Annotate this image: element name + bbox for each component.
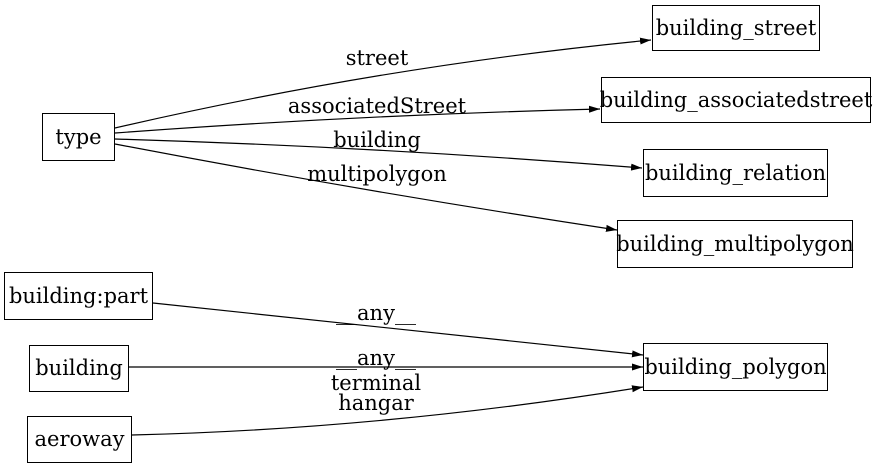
edge-label-building: building	[333, 128, 421, 152]
edge-type-to-building_associatedstreet	[114, 105, 601, 134]
edge-building:part-to-building_polygon	[152, 302, 644, 358]
node-building: building	[29, 345, 129, 392]
node-building-multipolygon: building_multipolygon	[616, 220, 854, 268]
edge-label-any-building: __any__	[336, 346, 416, 370]
node-type: type	[42, 113, 115, 161]
node-label: building	[35, 356, 123, 380]
node-building-polygon: building_polygon	[643, 343, 828, 391]
node-building-street: building_street	[652, 5, 820, 51]
edge-paths	[114, 37, 652, 436]
edge-label-multipolygon: multipolygon	[307, 162, 447, 186]
edge-type-to-building_multipolygon	[114, 143, 618, 232]
edge-type-to-building_relation	[114, 138, 643, 171]
node-label: building_multipolygon	[616, 231, 854, 256]
node-label: building:part	[8, 283, 149, 308]
edge-type-to-building_street	[114, 37, 652, 129]
node-label: aeroway	[34, 427, 125, 451]
node-building-associatedstreet: building_associatedstreet	[599, 77, 873, 123]
node-label: building_associatedstreet	[599, 87, 873, 112]
edge-aeroway-to-building_polygon	[131, 385, 644, 436]
node-label: type	[55, 124, 102, 149]
node-aeroway: aeroway	[27, 416, 132, 463]
edge-label-terminal-hangar: terminal hangar	[330, 371, 422, 415]
node-label: building_polygon	[644, 354, 827, 379]
node-label: building_relation	[644, 160, 827, 185]
edge-label-associatedstreet: associatedStreet	[287, 94, 467, 118]
node-label: building_street	[655, 15, 817, 40]
node-building-part: building:part	[4, 272, 153, 320]
edge-label-street: street	[345, 46, 409, 70]
edge-label-any-buildingpart: __any__	[336, 301, 416, 325]
node-building-relation: building_relation	[643, 149, 828, 197]
